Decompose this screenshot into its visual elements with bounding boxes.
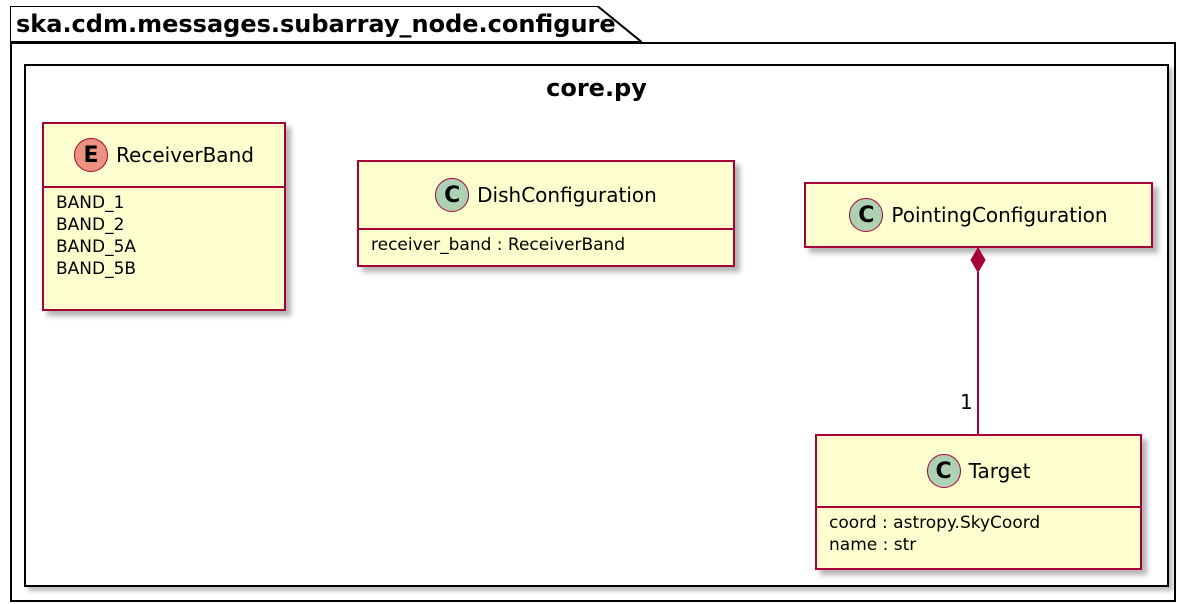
file-title: core.py	[546, 74, 647, 102]
class-icon: C	[926, 454, 961, 488]
attribute: receiver_band : ReceiverBand	[371, 235, 626, 255]
class-icon: C	[435, 178, 470, 212]
receiver-band-name: ReceiverBand	[116, 143, 254, 167]
package-tab-shape	[10, 6, 642, 42]
enum-icon: E	[74, 138, 109, 172]
dish-configuration-name: DishConfiguration	[477, 183, 657, 207]
enum-value: BAND_2	[56, 215, 125, 235]
pointing-configuration-name: PointingConfiguration	[891, 203, 1108, 227]
dish-configuration-attributes: receiver_band : ReceiverBand	[359, 230, 733, 260]
pointing-configuration-class[interactable]: C PointingConfiguration	[804, 182, 1153, 248]
dish-configuration-header: C DishConfiguration	[359, 162, 733, 230]
package-name: ska.cdm.messages.subarray_node.configure	[16, 10, 616, 38]
receiver-band-header: E ReceiverBand	[44, 124, 284, 188]
dish-configuration-class[interactable]: C DishConfiguration receiver_band : Rece…	[357, 160, 735, 267]
target-name: Target	[968, 459, 1031, 483]
target-header: C Target	[817, 436, 1140, 508]
target-class[interactable]: C Target coord : astropy.SkyCoord name :…	[815, 434, 1142, 570]
class-icon: C	[849, 198, 884, 232]
attribute: name : str	[829, 535, 917, 555]
enum-value: BAND_1	[56, 193, 125, 213]
enum-value: BAND_5A	[56, 237, 137, 257]
receiver-band-enum[interactable]: E ReceiverBand BAND_1 BAND_2 BAND_5A BAN…	[42, 122, 286, 311]
receiver-band-values: BAND_1 BAND_2 BAND_5A BAND_5B	[44, 188, 284, 284]
attribute: coord : astropy.SkyCoord	[829, 513, 1041, 533]
target-attributes: coord : astropy.SkyCoord name : str	[817, 508, 1140, 560]
enum-value: BAND_5B	[56, 259, 137, 279]
pointing-configuration-header: C PointingConfiguration	[806, 184, 1151, 246]
multiplicity-label: 1	[960, 390, 973, 414]
package-tab: ska.cdm.messages.subarray_node.configure	[10, 6, 642, 42]
